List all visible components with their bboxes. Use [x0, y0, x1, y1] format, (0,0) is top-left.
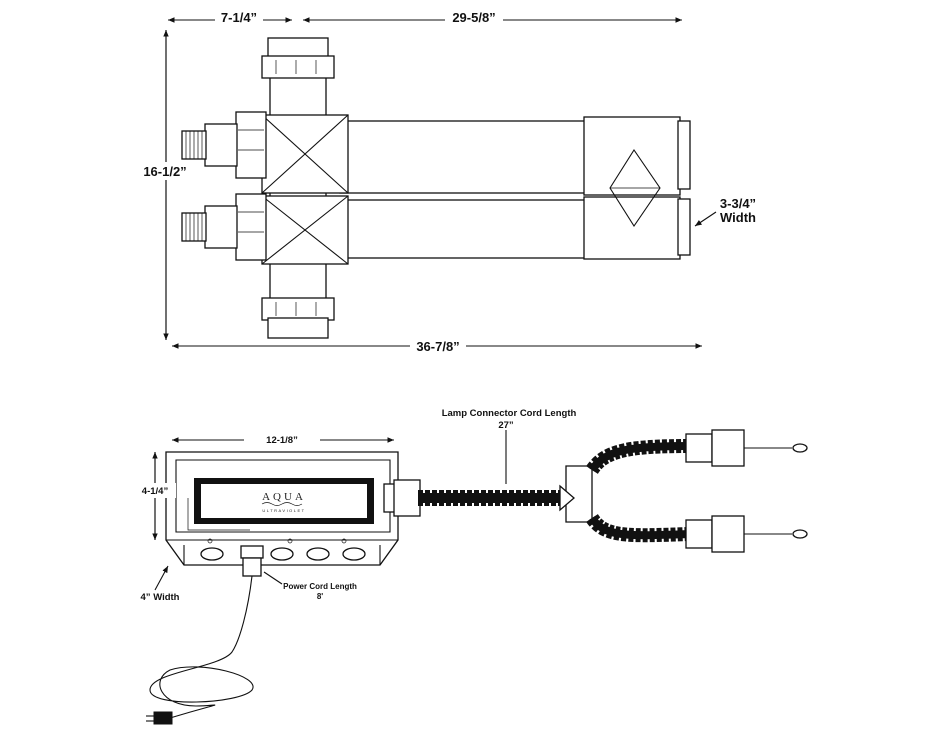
power-cord — [146, 575, 254, 725]
dim-width-label: Width — [720, 210, 756, 225]
dim-left-width: 7-1/4” — [221, 10, 257, 25]
dim-height: 16-1/2” — [143, 164, 186, 179]
logo-text: AQUA — [262, 491, 306, 503]
logo-subtext: ULTRAVIOLET — [262, 508, 305, 513]
dim-box-height: 4-1/4” — [142, 486, 169, 497]
power-cord-value: 8' — [317, 592, 323, 601]
dim-width-value: 3-3/4” — [720, 196, 756, 211]
power-cord-label: Power Cord Length — [283, 582, 357, 591]
dim-top-length: 29-5/8” — [452, 10, 495, 25]
logo-wave-icon — [261, 502, 303, 506]
dim-box-width: 4” Width — [141, 592, 180, 603]
lamp-connector-cord — [418, 429, 808, 553]
ballast-box-drawing — [165, 451, 421, 577]
top-assembly-drawing — [181, 37, 691, 339]
lamp-cord-value: 27” — [498, 420, 514, 431]
dim-box-length: 12-1/8” — [266, 435, 298, 446]
lamp-cord-label: Lamp Connector Cord Length — [442, 408, 577, 419]
dim-total-length: 36-7/8” — [416, 339, 459, 354]
